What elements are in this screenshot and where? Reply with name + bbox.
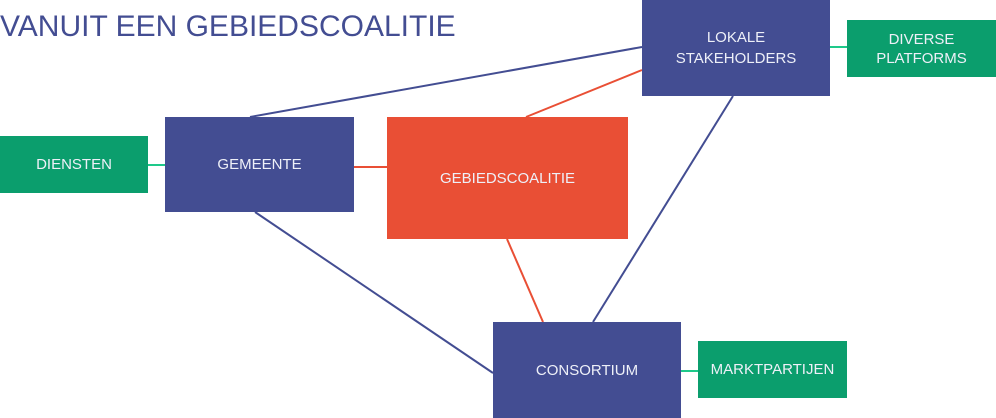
edge-gebiedscoalitie-lokale_stakeholders (525, 69, 643, 118)
node-label: CONSORTIUM (535, 361, 639, 379)
node-label-line1: LOKALE (706, 29, 766, 46)
node-label: DIENSTEN (36, 156, 112, 173)
node-consortium: CONSORTIUM (493, 322, 681, 418)
node-label-line2: PLATFORMS (876, 49, 967, 67)
node-diensten: DIENSTEN (0, 136, 148, 193)
node-label-line2: STAKEHOLDERS (675, 50, 797, 67)
edge-lokale_stakeholders-consortium (592, 95, 734, 323)
node-label: MARKTPARTIJEN (710, 361, 835, 378)
node-label: GEBIEDSCOALITIE (439, 169, 576, 187)
edge-gebiedscoalitie-consortium (506, 238, 544, 323)
edge-gemeente-consortium (254, 211, 494, 374)
edge-gemeente-lokale_stakeholders (249, 46, 643, 118)
node-lokale-stakeholders: LOKALE STAKEHOLDERS (642, 0, 830, 96)
node-gemeente: GEMEENTE (165, 117, 354, 212)
diagram-title: VANUIT EEN GEBIEDSCOALITIE (0, 10, 456, 43)
node-label: GEMEENTE (217, 156, 302, 173)
node-gebiedscoalitie: GEBIEDSCOALITIE (387, 117, 628, 239)
node-marktpartijen: MARKTPARTIJEN (698, 341, 847, 398)
node-label-line1: DIVERSE (888, 30, 955, 48)
